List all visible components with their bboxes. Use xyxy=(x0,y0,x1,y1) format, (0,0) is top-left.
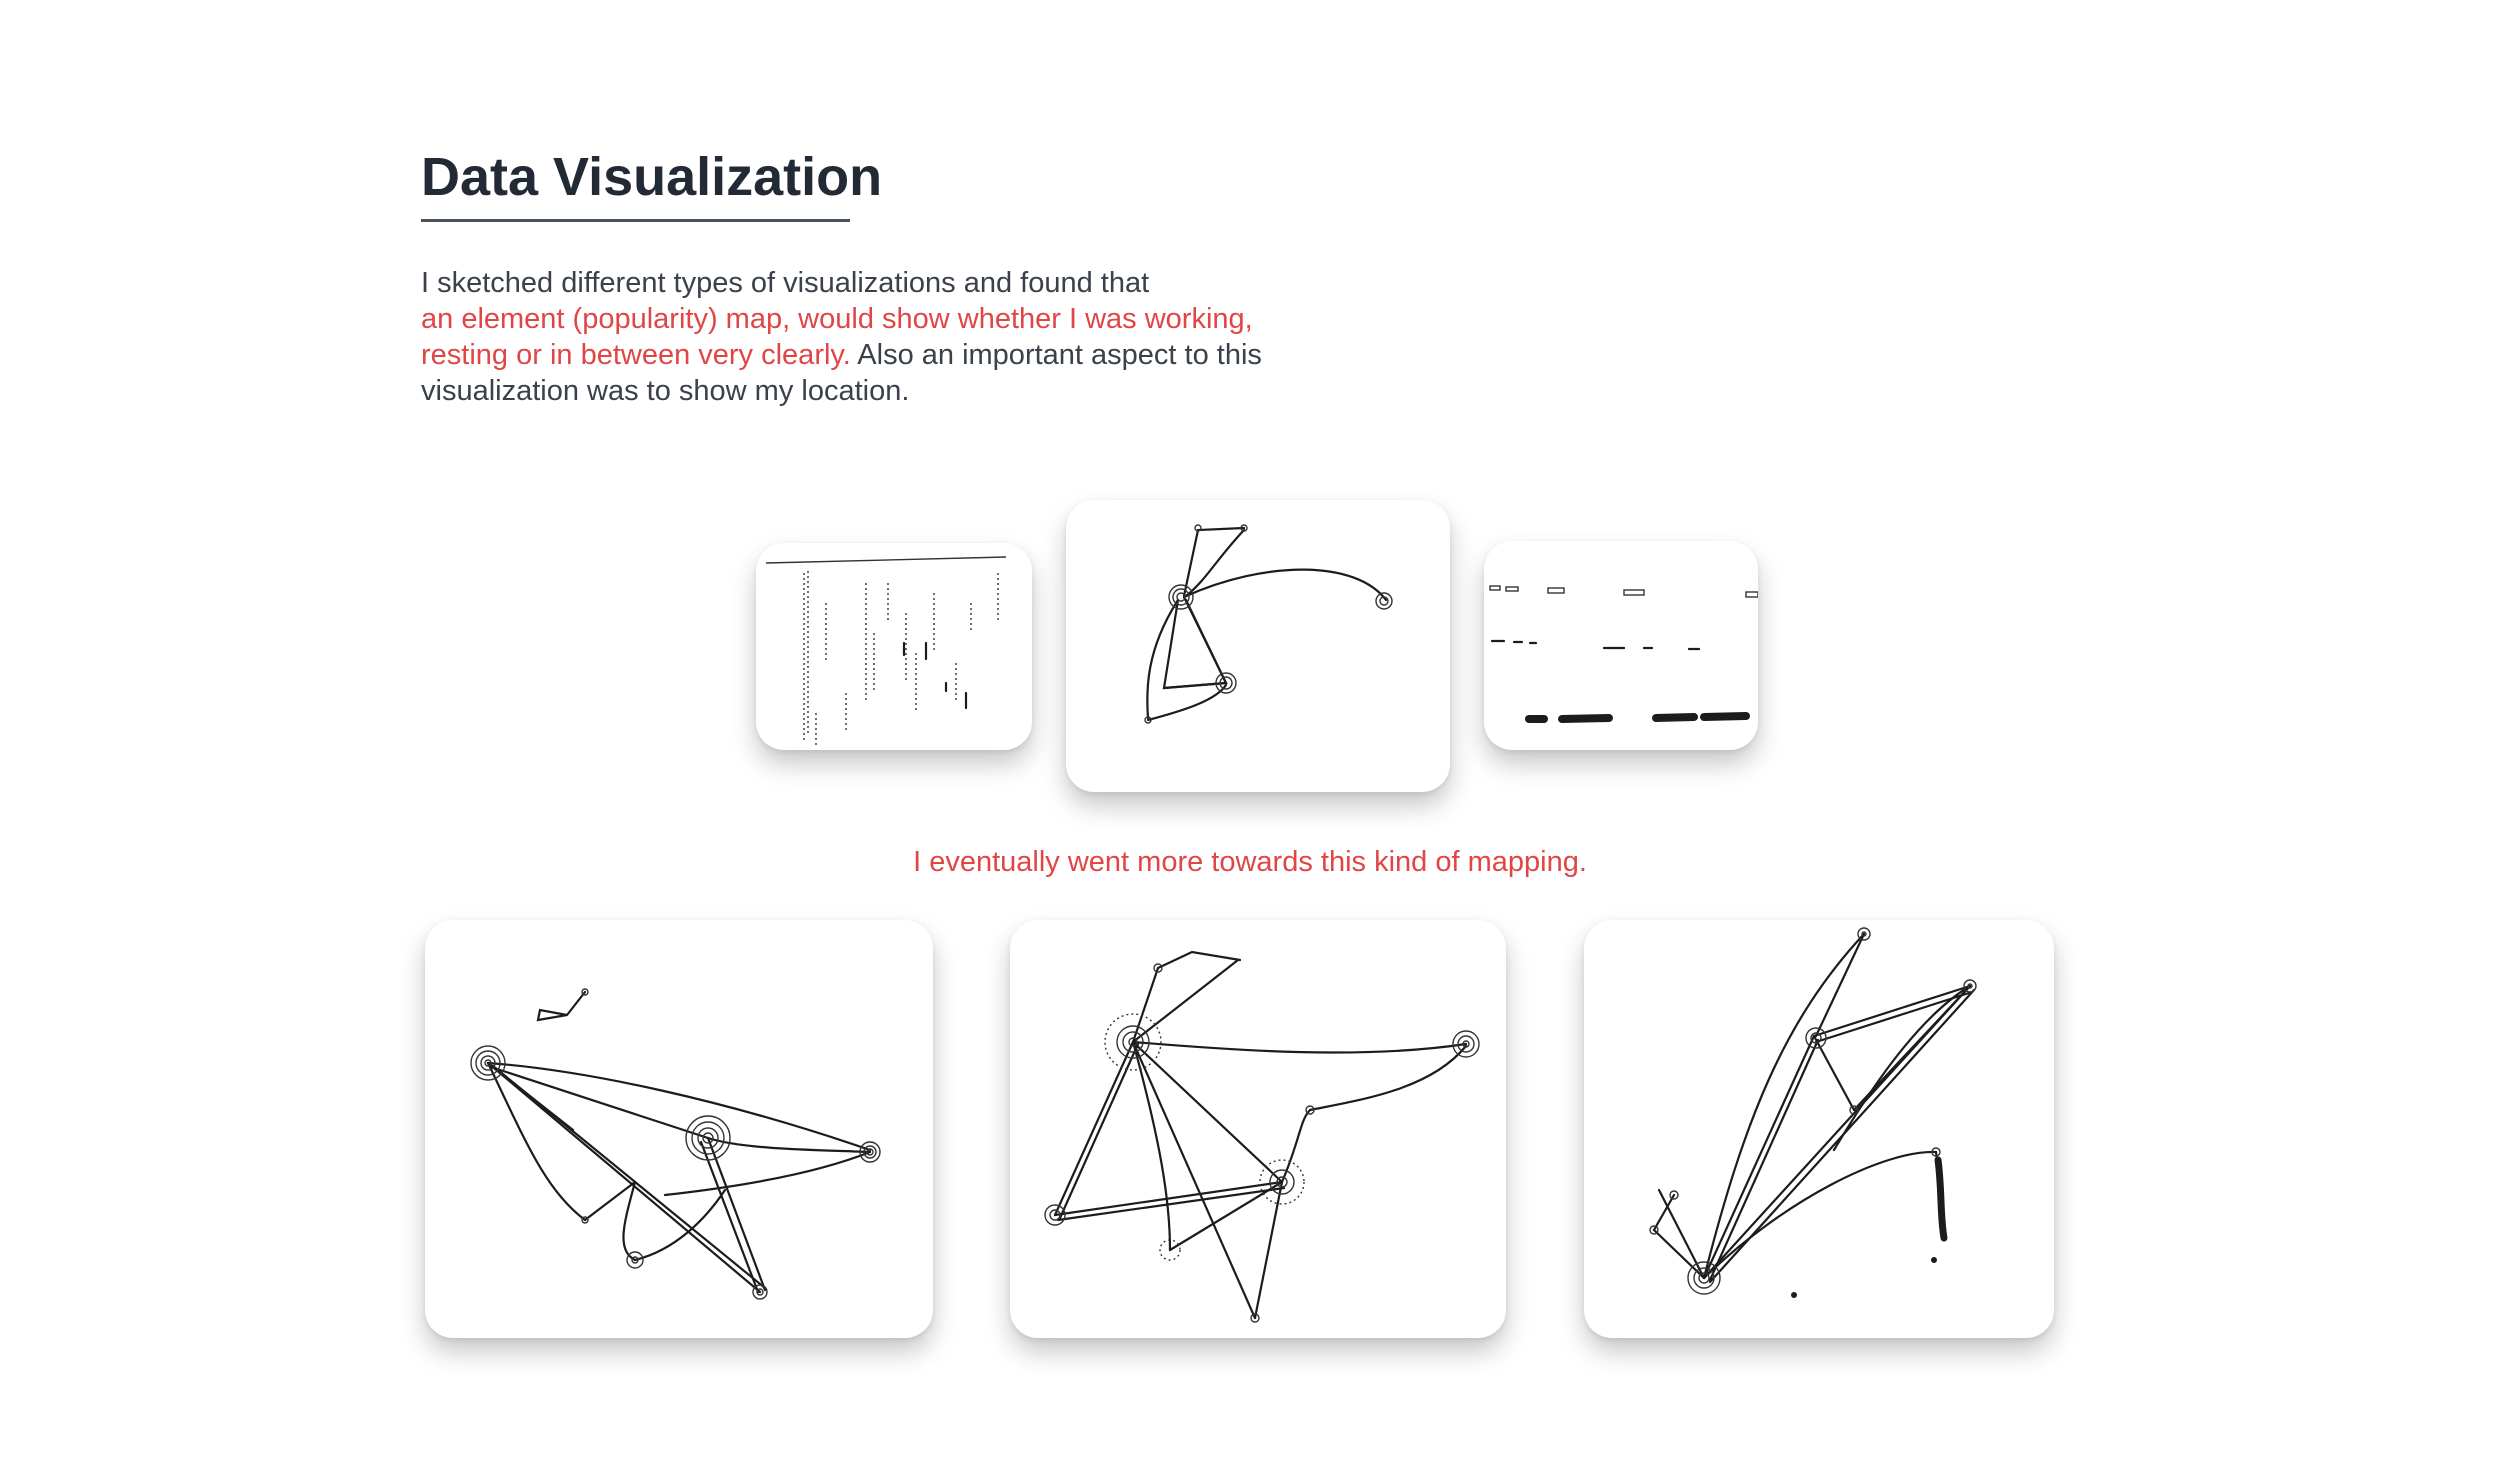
intro-text-1: I sketched different types of visualizat… xyxy=(421,267,1150,299)
sketch-card-dash-bars xyxy=(1484,541,1758,750)
element-map-sketch-b xyxy=(1044,950,1480,1323)
sketch-card-map-c xyxy=(1584,920,2054,1338)
sketch-card-map-a xyxy=(425,920,933,1338)
element-map-sketch-a xyxy=(470,988,881,1300)
element-map-sketch-c xyxy=(1649,927,1977,1298)
title-underline xyxy=(421,219,850,222)
intro-paragraph: I sketched different types of visualizat… xyxy=(421,265,1341,409)
intro-highlight: an element (popularity) map, would show … xyxy=(421,303,1253,371)
intro-text-2: Also an important aspect to this visuali… xyxy=(421,339,1262,407)
sketch-card-element-map-small xyxy=(1066,500,1450,792)
page-title: Data Visualization xyxy=(421,147,883,207)
element-map-sketch-small xyxy=(1144,524,1393,724)
barcode-sketch xyxy=(765,556,1007,748)
sketch-card-barcode xyxy=(756,543,1032,750)
mid-caption: I eventually went more towards this kind… xyxy=(913,846,1587,878)
sketch-card-map-b xyxy=(1010,920,1506,1338)
dash-bars-sketch xyxy=(1489,585,1758,723)
